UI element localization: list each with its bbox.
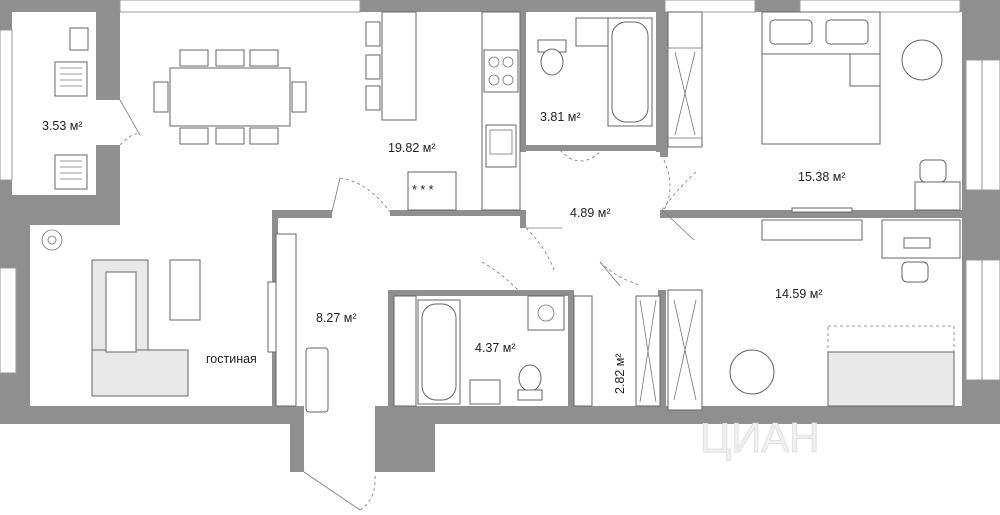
corridor: [303, 347, 376, 511]
bedroom-bottom: [667, 219, 961, 411]
balcony: [54, 27, 141, 190]
bench: [305, 347, 329, 413]
wardrobe-top: [667, 11, 703, 148]
walls: [0, 0, 1000, 472]
toilet-icon: [517, 364, 543, 401]
oven-icon: [407, 171, 457, 211]
area-bedroom-bottom: 14.59 м²: [775, 287, 823, 301]
bathroom-top: [537, 17, 653, 162]
chair-icon: [365, 21, 381, 111]
hall: [481, 169, 699, 291]
room-labels: 3.53 м² 19.82 м² 3.81 м² 15.38 м² 4.89 м…: [42, 110, 846, 462]
sink-icon: [575, 17, 609, 47]
area-hall: 4.89 м²: [570, 206, 611, 220]
bar-counter: [381, 11, 417, 121]
sofa-icon: [91, 259, 189, 397]
kitchen-counter: [481, 11, 521, 211]
coffee-table: [169, 259, 201, 321]
armchair-icon: [901, 39, 943, 81]
bed-icon: [761, 11, 881, 145]
stove-icon: [483, 49, 519, 93]
area-bathroom-top: 3.81 м²: [540, 110, 581, 124]
chair-icon: [54, 61, 88, 97]
living-room-label: гостиная: [206, 352, 257, 366]
kitchen: * * *: [153, 11, 521, 213]
bedroom-top: [663, 11, 961, 213]
bathtub-icon: [417, 299, 461, 405]
bathtub-icon: [607, 17, 653, 127]
washer-icon: [527, 295, 565, 331]
bathroom-bottom: [393, 295, 565, 407]
area-bedroom-top: 15.38 м²: [798, 170, 846, 184]
desk: [881, 219, 961, 283]
area-corridor: 8.27 м²: [316, 311, 357, 325]
table-icon: [69, 27, 89, 51]
wardrobe-room: [573, 295, 661, 407]
svg-text:* * *: * * *: [412, 183, 434, 197]
area-balcony: 3.53 м²: [42, 119, 83, 133]
chair-icon: [153, 49, 307, 145]
plant-icon: [41, 229, 63, 251]
armchair-icon: [729, 349, 775, 395]
bed-icon: [827, 325, 955, 407]
desk: [914, 159, 961, 211]
watermark: ЦИАН: [700, 414, 820, 461]
living-room: [41, 229, 297, 407]
sink-icon: [485, 124, 517, 168]
dining-table: [169, 67, 291, 127]
area-wardrobe: 2.82 м²: [613, 353, 627, 394]
chair-icon: [54, 154, 88, 190]
monitor-icon: [903, 237, 931, 249]
area-kitchen: 19.82 м²: [388, 141, 436, 155]
toilet-icon: [537, 39, 567, 76]
area-bathroom-bottom: 4.37 м²: [475, 341, 516, 355]
sink-icon: [469, 379, 501, 405]
